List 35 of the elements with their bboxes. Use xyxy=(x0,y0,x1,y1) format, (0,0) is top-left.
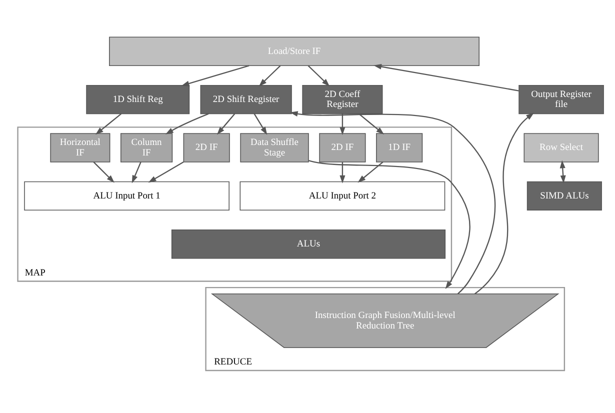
node-box: 1D IF xyxy=(376,132,423,162)
arrow xyxy=(340,162,346,183)
node-box: 2D Shift Register xyxy=(200,84,292,114)
node-box: 2D Coeff Register xyxy=(302,84,383,114)
arrow xyxy=(474,112,534,294)
arrow xyxy=(165,112,209,134)
node-box: 2D IF xyxy=(183,132,230,162)
arrow xyxy=(358,161,384,182)
arrow xyxy=(181,64,250,86)
node-box: Horizontal IF xyxy=(50,132,110,162)
node-box: Column IF xyxy=(120,132,173,162)
node-box: Load/Store IF xyxy=(109,36,480,66)
arrow xyxy=(132,161,142,183)
node-box: Row Select xyxy=(524,132,599,162)
arrow xyxy=(290,110,496,294)
node-box: ALU Input Port 2 xyxy=(240,180,446,210)
arrow xyxy=(148,161,184,182)
arrow xyxy=(358,112,384,134)
arrow xyxy=(93,161,114,182)
arrow xyxy=(560,160,566,183)
node-box: Data Shuffle Stage xyxy=(240,132,309,162)
arrow xyxy=(308,160,470,289)
arrow xyxy=(95,112,122,134)
node-box: ALU Input Port 1 xyxy=(24,180,230,210)
arrow xyxy=(258,64,281,86)
node-box: 2D IF xyxy=(319,132,366,162)
arrow xyxy=(308,64,330,86)
node-box: Output Register file xyxy=(518,84,604,114)
arrow xyxy=(340,113,346,135)
arrow xyxy=(254,113,268,134)
node-box: SIMD ALUs xyxy=(526,180,602,210)
node-box: 1D Shift Reg xyxy=(86,84,190,114)
arrow xyxy=(374,63,519,91)
arrow xyxy=(216,112,236,134)
node-box: ALUs xyxy=(171,229,446,258)
